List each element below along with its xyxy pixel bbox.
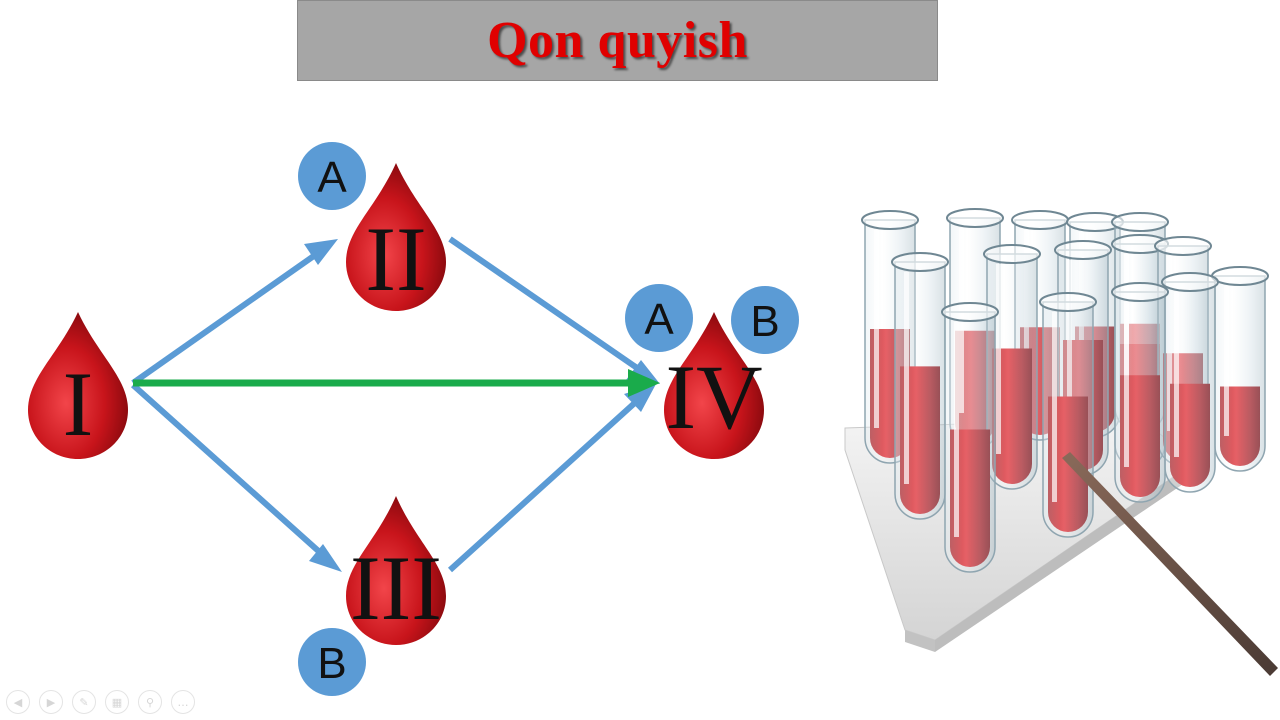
edge-III-IV — [447, 384, 656, 573]
pen-icon[interactable]: ✎ — [72, 690, 96, 714]
drop-label-I: I — [63, 353, 94, 455]
antigen-badge-IV-A: A — [625, 284, 693, 352]
test-tube — [891, 252, 949, 520]
blood-drop-I: I — [28, 312, 128, 459]
slideshow-controls: ◀ ▶ ✎ ▦ ⚲ … — [6, 690, 195, 714]
test-tubes-rack-image — [844, 208, 1278, 676]
more-icon[interactable]: … — [171, 690, 195, 714]
prev-icon[interactable]: ◀ — [6, 690, 30, 714]
test-tube — [983, 244, 1041, 490]
drop-label-IV: IV — [665, 346, 762, 448]
edge-I-III — [130, 382, 342, 572]
blood-drop-II: II — [346, 163, 446, 311]
test-tube — [1111, 282, 1169, 503]
svg-text:A: A — [644, 295, 674, 344]
drop-label-II: II — [365, 208, 426, 310]
slides-icon[interactable]: ▦ — [105, 690, 129, 714]
svg-text:B: B — [750, 297, 779, 346]
blood-drop-III: III — [346, 496, 446, 645]
svg-text:A: A — [317, 153, 347, 202]
edge-I-IV — [133, 369, 660, 397]
slide-title: Qon quyish — [487, 12, 748, 69]
next-icon[interactable]: ▶ — [39, 690, 63, 714]
svg-text:B: B — [317, 639, 346, 688]
antigen-badge-III-B: B — [298, 628, 366, 696]
test-tube — [1211, 266, 1269, 472]
test-tube — [941, 302, 999, 573]
antigen-badge-II-A: A — [298, 142, 366, 210]
antigen-badge-IV-B: B — [731, 286, 799, 354]
test-tube — [1161, 272, 1219, 493]
edge-I-II — [131, 239, 338, 386]
title-bar: Qon quyish — [297, 0, 938, 81]
blood-drop-IV: IV — [664, 312, 764, 459]
test-tube — [1039, 292, 1097, 538]
drop-label-III: III — [350, 537, 442, 639]
zoom-icon[interactable]: ⚲ — [138, 690, 162, 714]
